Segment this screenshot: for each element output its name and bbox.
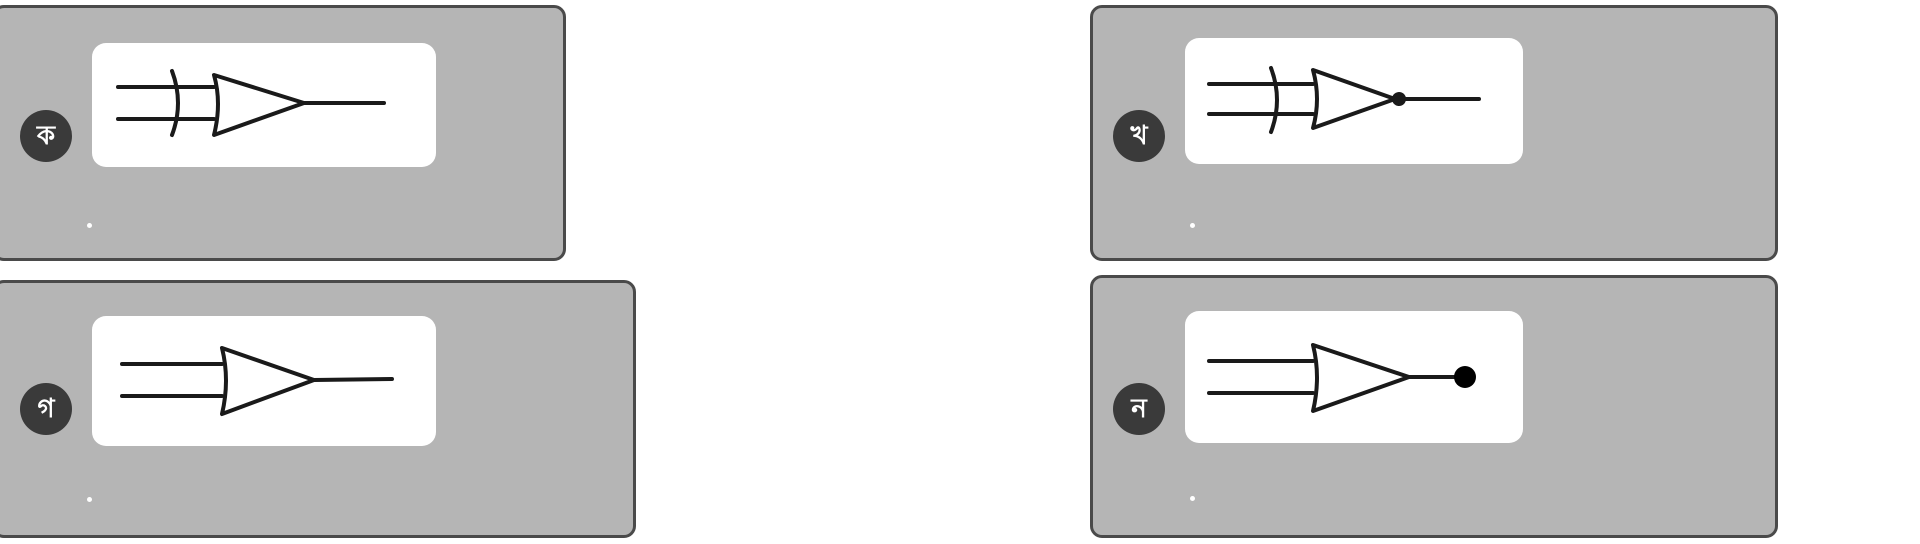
gate-panel-ga <box>92 316 436 446</box>
decorative-dot <box>1190 496 1195 501</box>
nand-gate-icon <box>1207 343 1476 413</box>
gate-panel-na <box>1185 311 1523 443</box>
option-label-ga: গ <box>20 383 72 435</box>
option-label-ka: ক <box>20 110 72 162</box>
option-label-kha: খ <box>1113 110 1165 162</box>
gate-panel-ka <box>92 43 436 167</box>
decorative-dot <box>1190 223 1195 228</box>
option-card-na[interactable]: ন <box>1090 275 1778 538</box>
xor-gate-icon <box>116 69 386 137</box>
option-card-kha[interactable]: খ <box>1090 5 1778 261</box>
gate-panel-kha <box>1185 38 1523 164</box>
xnor-gate-icon <box>1207 66 1481 134</box>
option-card-ga[interactable]: গ <box>0 280 636 538</box>
option-label-na: ন <box>1113 383 1165 435</box>
option-card-ka[interactable]: ক <box>0 5 566 261</box>
decorative-dot <box>87 223 92 228</box>
and-gate-icon <box>120 346 394 416</box>
decorative-dot <box>87 497 92 502</box>
